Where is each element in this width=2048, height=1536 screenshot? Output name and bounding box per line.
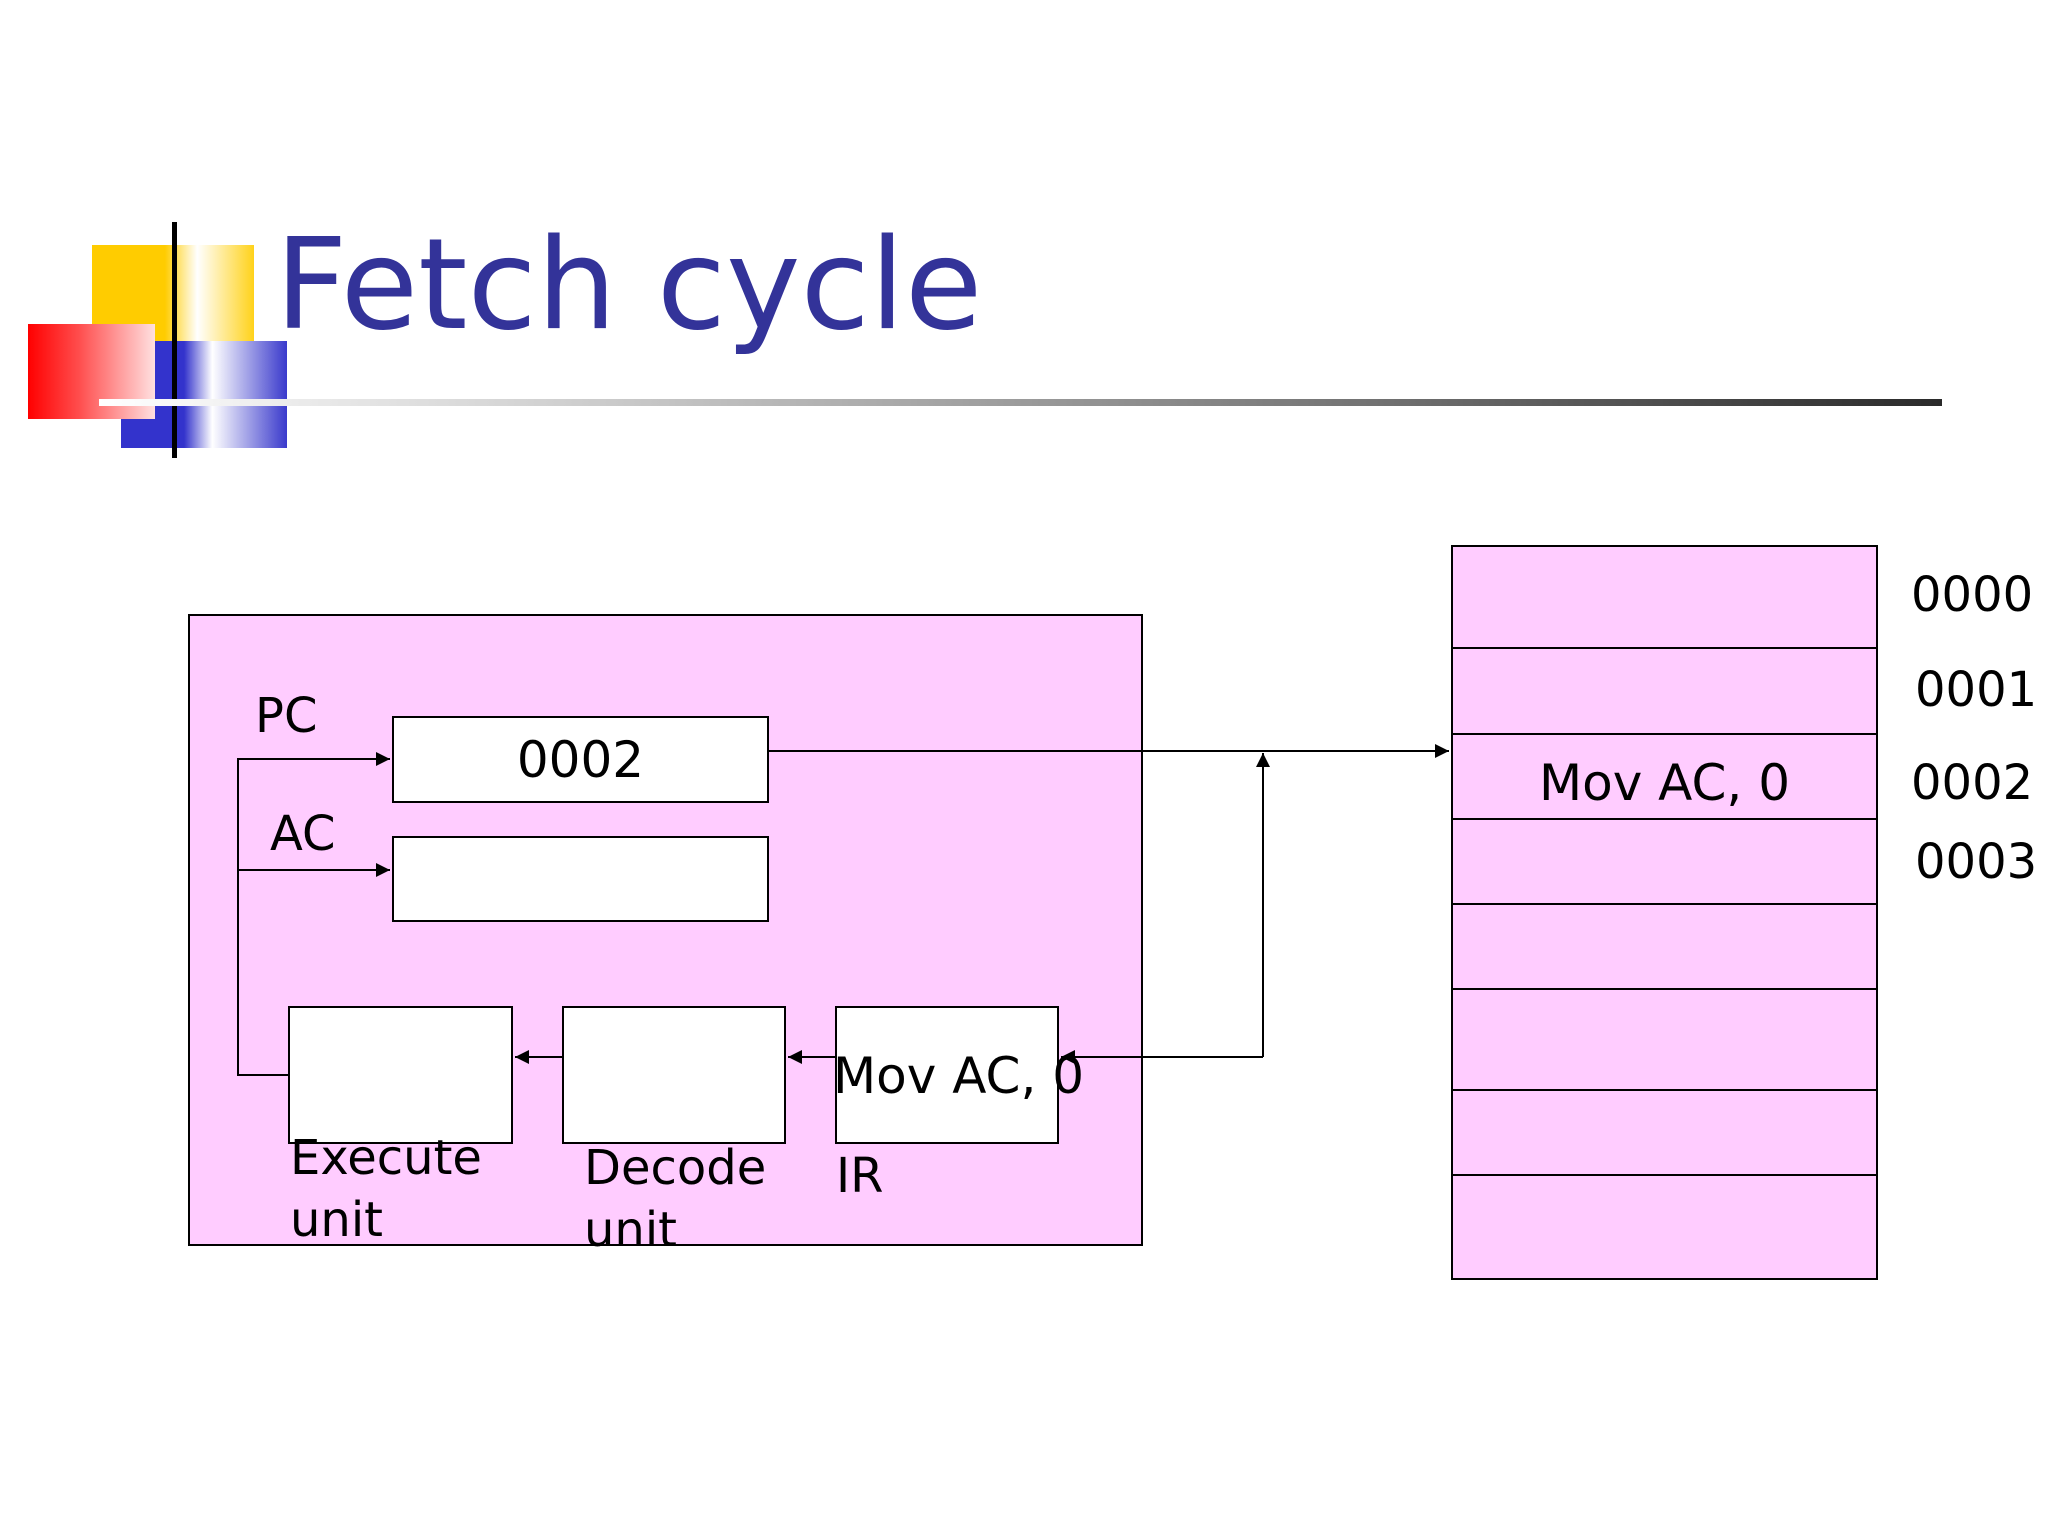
title-underline xyxy=(99,399,1942,406)
memory-cell: Mov AC, 0 xyxy=(1453,735,1876,820)
slide-title: Fetch cycle xyxy=(275,211,983,358)
memory-cell xyxy=(1453,1176,1876,1278)
execute-unit-label-line2: unit xyxy=(290,1192,383,1248)
decode-unit-label-line2: unit xyxy=(584,1202,677,1258)
memory-cell xyxy=(1453,547,1876,649)
execute-unit-box xyxy=(288,1006,513,1144)
memory-cell-value: Mov AC, 0 xyxy=(1538,754,1791,812)
logo-vertical-bar xyxy=(172,222,177,458)
pc-label: PC xyxy=(255,688,318,744)
memory-cell xyxy=(1453,820,1876,905)
pc-register: 0002 xyxy=(392,716,769,803)
address-0000: 0000 xyxy=(1911,567,2034,623)
memory-cell xyxy=(1453,649,1876,735)
ir-label: IR xyxy=(836,1148,884,1204)
decode-unit-box xyxy=(562,1006,786,1144)
memory-cell xyxy=(1453,905,1876,990)
ir-register xyxy=(835,1006,1059,1144)
memory-cell xyxy=(1453,1091,1876,1176)
address-0003: 0003 xyxy=(1915,834,2038,890)
address-0001: 0001 xyxy=(1915,662,2038,718)
pc-value: 0002 xyxy=(516,730,645,789)
decode-unit-label-line1: Decode xyxy=(584,1140,767,1196)
ir-value: Mov AC, 0 xyxy=(833,1047,1085,1105)
memory-cell xyxy=(1453,990,1876,1091)
ac-label: AC xyxy=(270,806,336,862)
execute-unit-label-line1: Execute xyxy=(290,1130,482,1186)
address-0002: 0002 xyxy=(1911,755,2034,811)
ac-register xyxy=(392,836,769,922)
memory-box: Mov AC, 0 xyxy=(1451,545,1878,1280)
